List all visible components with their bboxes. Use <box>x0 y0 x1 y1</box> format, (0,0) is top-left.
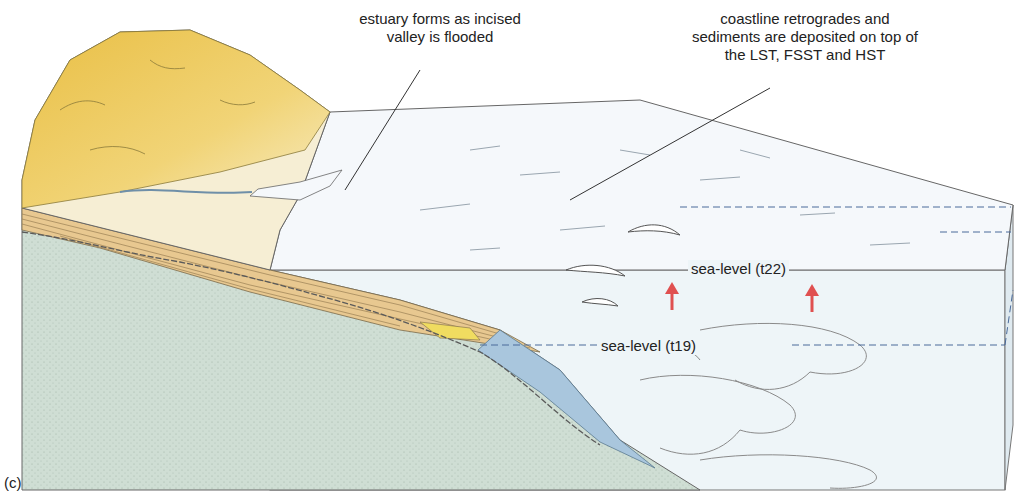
sequence-boundary <box>22 232 600 445</box>
sea-level-lines <box>480 207 1013 345</box>
sea-surface <box>270 100 1013 270</box>
river <box>120 190 252 193</box>
estuary <box>250 170 342 200</box>
wave-marks <box>420 146 910 250</box>
slump-scars <box>566 225 680 306</box>
sea-level-rise-arrows <box>665 282 819 312</box>
hills <box>22 30 330 208</box>
ground-section <box>22 208 700 490</box>
sea-level-label: sea-level (t22) <box>688 260 789 278</box>
hill-lines <box>60 60 255 154</box>
callout-note: estuary forms as incised valley is flood… <box>355 10 525 46</box>
land-surface <box>22 30 330 270</box>
sediment-wedge <box>22 208 540 352</box>
sea-level-label: sea-level (t19) <box>598 337 699 355</box>
panel-letter: (c) <box>4 474 22 492</box>
leader-lines <box>345 70 770 200</box>
callout-note: coastline retrogrades and sediments are … <box>690 10 920 64</box>
